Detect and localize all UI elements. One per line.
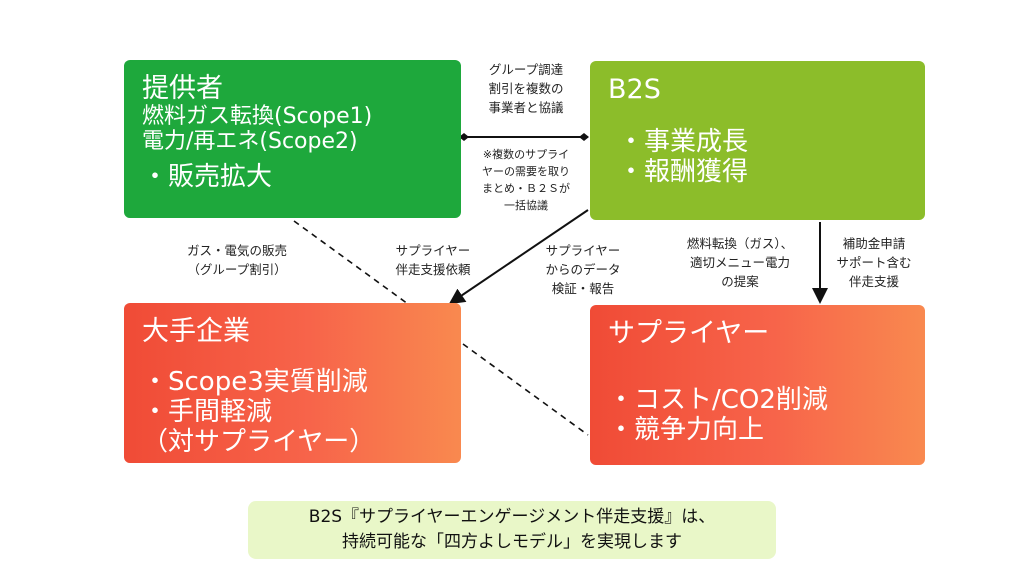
- note-line: サポート含む: [836, 255, 912, 270]
- b2s-title: B2S: [608, 74, 661, 105]
- note-line: 伴走支援: [848, 274, 899, 289]
- note-line: 適切メニュー電力: [689, 255, 790, 270]
- b2s-bullet-reward: ・報酬獲得: [618, 157, 749, 187]
- note-group-procurement: グループ調達 割引を複数の 事業者と協議: [470, 60, 582, 117]
- note-line: 補助金申請: [842, 236, 906, 251]
- large-company-title: 大手企業: [142, 316, 250, 347]
- large-company-bullet-supplier: （対サプライヤー）: [142, 427, 376, 457]
- note-line: の提案: [721, 274, 759, 289]
- provider-line-scope1: 燃料ガス転換(Scope1): [142, 104, 373, 129]
- note-line: 伴走支援依頼: [395, 262, 471, 277]
- note-data-verification: サプライヤー からのデータ 検証・報告: [528, 241, 638, 298]
- supplier-box: サプライヤー ・コスト/CO2削減 ・競争力向上: [590, 305, 925, 465]
- caption-line-2: 持続可能な「四方よしモデル」を実現します: [342, 532, 682, 552]
- b2s-bullet-growth: ・事業成長: [618, 127, 749, 157]
- large-company-bullet-effort: ・手間軽減: [142, 397, 273, 427]
- b2s-end-diamond: [579, 133, 589, 141]
- caption-line-1: B2S『サプライヤーエンゲージメント伴走支援』は、: [308, 507, 716, 527]
- note-gas-sales: ガス・電気の販売 （グループ割引）: [172, 241, 302, 279]
- note-line: グループ調達: [488, 62, 564, 77]
- note-line: ※複数のサプライ: [482, 148, 570, 161]
- provider-line-scope2: 電力/再エネ(Scope2): [142, 129, 358, 154]
- b2s-box: B2S ・事業成長 ・報酬獲得: [590, 61, 925, 220]
- note-subsidy-support: 補助金申請 サポート含む 伴走支援: [828, 234, 920, 291]
- provider-bullet-sales: ・販売拡大: [142, 162, 273, 192]
- support-request-arrow: [448, 209, 589, 305]
- note-fuel-conversion: 燃料転換（ガス）、 適切メニュー電力 の提案: [676, 234, 804, 291]
- large-company-bullet-scope3: ・Scope3実質削減: [142, 367, 368, 397]
- supplier-bullet-competitiveness: ・競争力向上: [608, 415, 765, 445]
- note-line: からのデータ: [545, 262, 621, 277]
- note-line: 一括協議: [504, 199, 548, 212]
- note-line: （グループ割引）: [187, 262, 287, 277]
- note-line: まとめ・Ｂ２Ｓが: [482, 182, 570, 195]
- provider-title: 提供者: [142, 73, 223, 104]
- note-line: 燃料転換（ガス）、: [686, 236, 794, 251]
- provider-end-diamond: [459, 133, 469, 141]
- large-company-box: 大手企業 ・Scope3実質削減 ・手間軽減 （対サプライヤー）: [124, 303, 461, 463]
- note-line: 検証・報告: [551, 281, 615, 296]
- note-line: ガス・電気の販売: [186, 243, 287, 258]
- note-line: サプライヤー: [545, 243, 621, 258]
- note-line: ヤーの需要を取り: [482, 165, 570, 178]
- supplier-bullet-cost: ・コスト/CO2削減: [608, 385, 828, 415]
- note-bulk-negotiation: ※複数のサプライ ヤーの需要を取り まとめ・Ｂ２Ｓが 一括協議: [470, 146, 582, 214]
- supplier-title: サプライヤー: [608, 318, 770, 349]
- caption-banner: B2S『サプライヤーエンゲージメント伴走支援』は、 持続可能な「四方よしモデル」…: [248, 501, 776, 559]
- provider-box: 提供者 燃料ガス転換(Scope1) 電力/再エネ(Scope2) ・販売拡大: [124, 60, 461, 218]
- note-line: 割引を複数の: [488, 81, 564, 96]
- note-line: サプライヤー: [395, 243, 471, 258]
- note-support-request: サプライヤー 伴走支援依頼: [378, 241, 488, 279]
- note-line: 事業者と協議: [488, 100, 564, 115]
